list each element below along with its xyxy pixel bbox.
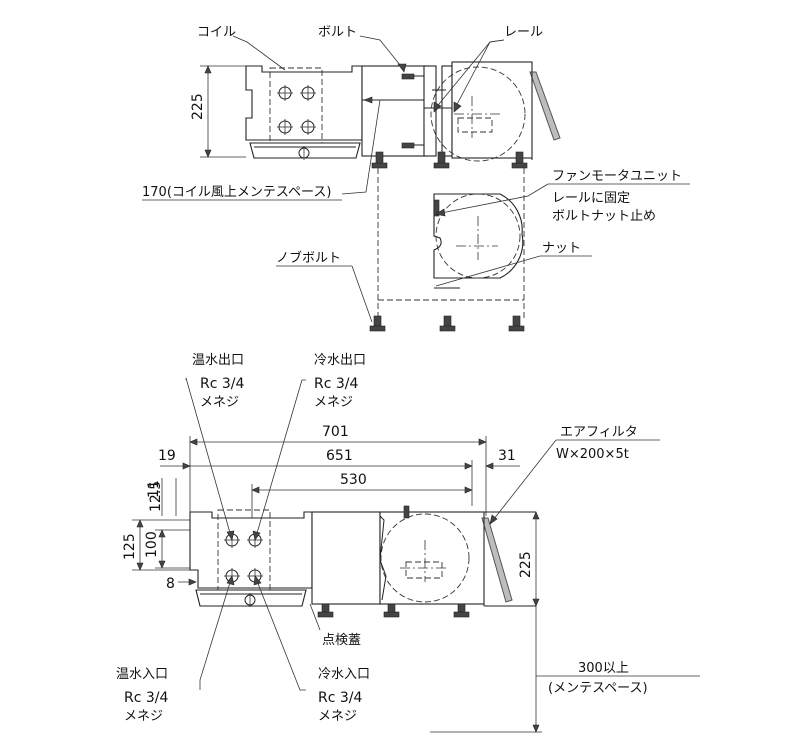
front-view: 701 651 530 19 31 11 12.5 125 100: [116, 353, 700, 733]
front-feet: [317, 603, 470, 618]
duct-section: [361, 65, 429, 157]
label-air-filter-size: W×200×5t: [556, 447, 629, 462]
air-filter-top: [529, 71, 561, 141]
dim-overall-width: 701: [322, 424, 349, 440]
label-inspection-lid: 点検蓋: [322, 633, 361, 648]
label-rail: レール: [504, 25, 543, 40]
front-drain-pan: [195, 589, 307, 607]
air-filter-front: [481, 517, 513, 603]
fan-section: [451, 61, 533, 159]
coil-pipes: [277, 85, 316, 135]
dim-width-530: 530: [340, 472, 367, 488]
label-rail-fix-1: レールに固定: [552, 191, 630, 206]
label-coil-maint-space: 170(コイル風上メンテスペース): [142, 185, 331, 200]
dim-12-5: 12.5: [148, 481, 164, 512]
fan-scroll: [430, 66, 526, 162]
dim-bottom-height: 225: [518, 551, 534, 578]
label-hot-water-out-type: メネジ: [200, 395, 239, 410]
label-bolt: ボルト: [318, 25, 357, 40]
label-cold-water-out: 冷水出口: [314, 353, 366, 368]
dim-8: 8: [166, 576, 175, 592]
label-cold-water-in-type: メネジ: [318, 709, 357, 724]
label-cold-water-in-spec: Rc 3/4: [318, 690, 362, 706]
label-cold-water-in: 冷水入口: [318, 667, 370, 682]
dim-top-height: 225: [190, 93, 206, 120]
label-hot-water-out: 温水出口: [192, 353, 244, 368]
coil-section: [245, 65, 363, 141]
label-hot-water-in: 温水入口: [116, 667, 168, 682]
label-air-filter: エアフィルタ: [560, 425, 638, 440]
fan-unit-removed: ファンモータユニット レールに固定 ボルトナット止め ナット ノブボルト: [276, 168, 690, 332]
rail-left: [423, 65, 437, 157]
label-coil: コイル: [197, 25, 236, 40]
label-maint-space-1: 300以上: [578, 661, 629, 676]
front-coil-section: [189, 511, 313, 589]
dim-offset-19: 19: [158, 448, 176, 464]
rail-right: [441, 65, 453, 157]
top-view: 225: [142, 25, 561, 201]
label-cold-water-out-spec: Rc 3/4: [314, 376, 358, 392]
label-hot-water-in-spec: Rc 3/4: [124, 690, 168, 706]
dim-125: 125: [122, 533, 138, 560]
label-cold-water-out-type: メネジ: [314, 395, 353, 410]
dim-100: 100: [144, 531, 160, 558]
front-duct-section: [311, 511, 381, 605]
label-fan-motor-unit: ファンモータユニット: [552, 169, 682, 184]
label-maint-space-2: (メンテスペース): [548, 681, 648, 696]
drain-pan: [249, 142, 361, 159]
label-hot-water-in-type: メネジ: [124, 709, 163, 724]
dim-offset-31: 31: [498, 448, 516, 464]
dim-width-651: 651: [326, 448, 353, 464]
label-rail-fix-2: ボルトナット止め: [552, 209, 656, 224]
front-fan-section: [379, 511, 485, 605]
top-feet: [371, 151, 528, 169]
dim-11: 11: [146, 480, 162, 498]
label-no-bolt: ノブボルト: [276, 250, 341, 266]
label-nut: ナット: [542, 241, 581, 256]
label-hot-water-out-spec: Rc 3/4: [200, 376, 244, 392]
